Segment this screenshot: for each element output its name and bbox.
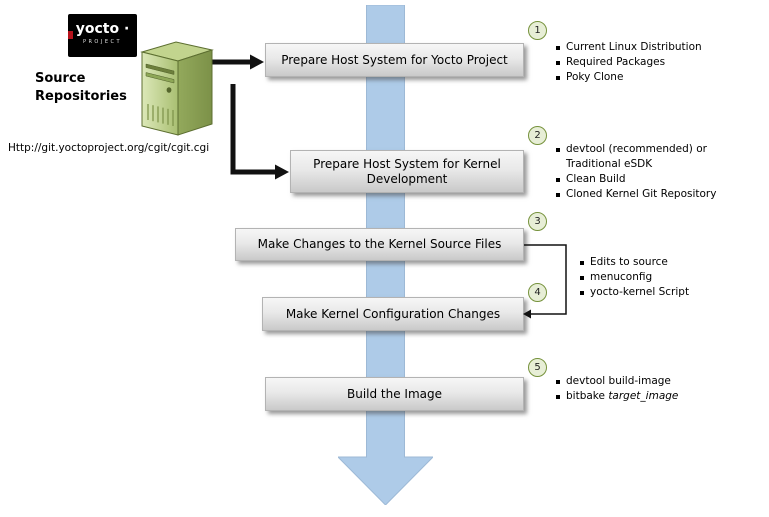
repository-url: Http://git.yoctoproject.org/cgit/cgit.cg… bbox=[8, 142, 210, 154]
logo-subtitle-text: PROJECT bbox=[82, 39, 123, 45]
step-number-badge-4: 4 bbox=[528, 283, 547, 302]
server-icon bbox=[140, 41, 214, 136]
step-number-badge-2: 2 bbox=[528, 126, 547, 145]
bullet-item: Current Linux Distribution bbox=[554, 40, 754, 55]
logo-accent-square bbox=[68, 31, 73, 39]
logo-brand-text: yocto · bbox=[75, 21, 130, 37]
bullet-item: Required Packages bbox=[554, 55, 754, 70]
yocto-logo: yocto · PROJECT bbox=[68, 14, 137, 57]
step-box-prepare-host-yocto: Prepare Host System for Yocto Project bbox=[265, 43, 524, 77]
step-number-badge-3: 3 bbox=[528, 212, 547, 231]
bullet-item: bitbake target_image bbox=[554, 389, 754, 404]
bullet-item: devtool (recommended) or Traditional eSD… bbox=[554, 142, 734, 172]
bullet-item: Clean Build bbox=[554, 172, 734, 187]
steps3-4-shared-bullet-list: Edits to source menuconfig yocto-kernel … bbox=[578, 255, 728, 300]
step-box-prepare-host-kernel: Prepare Host System for Kernel Developme… bbox=[290, 150, 524, 193]
source-repositories-label: Source Repositories bbox=[35, 71, 127, 104]
bullet-text: bitbake bbox=[566, 390, 609, 402]
step-box-build-image: Build the Image bbox=[265, 377, 524, 411]
bullet-text: devtool build-image bbox=[566, 375, 671, 387]
step2-bullet-list: devtool (recommended) or Traditional eSD… bbox=[554, 142, 734, 202]
step-box-make-config-changes: Make Kernel Configuration Changes bbox=[262, 297, 524, 331]
bullet-italic-text: target_image bbox=[608, 390, 679, 402]
bullet-item: Edits to source bbox=[578, 255, 728, 270]
step1-bullet-list: Current Linux Distribution Required Pack… bbox=[554, 40, 754, 85]
step5-bullet-list: devtool build-image bitbake target_image bbox=[554, 374, 754, 404]
bullet-item: yocto-kernel Script bbox=[578, 285, 728, 300]
step-number-badge-1: 1 bbox=[528, 21, 547, 40]
bullet-item: Cloned Kernel Git Repository bbox=[554, 187, 734, 202]
step-box-make-source-changes: Make Changes to the Kernel Source Files bbox=[235, 228, 524, 261]
step-number-badge-5: 5 bbox=[528, 358, 547, 377]
bullet-item: devtool build-image bbox=[554, 374, 754, 389]
bullet-item: menuconfig bbox=[578, 270, 728, 285]
bullet-item: Poky Clone bbox=[554, 70, 754, 85]
